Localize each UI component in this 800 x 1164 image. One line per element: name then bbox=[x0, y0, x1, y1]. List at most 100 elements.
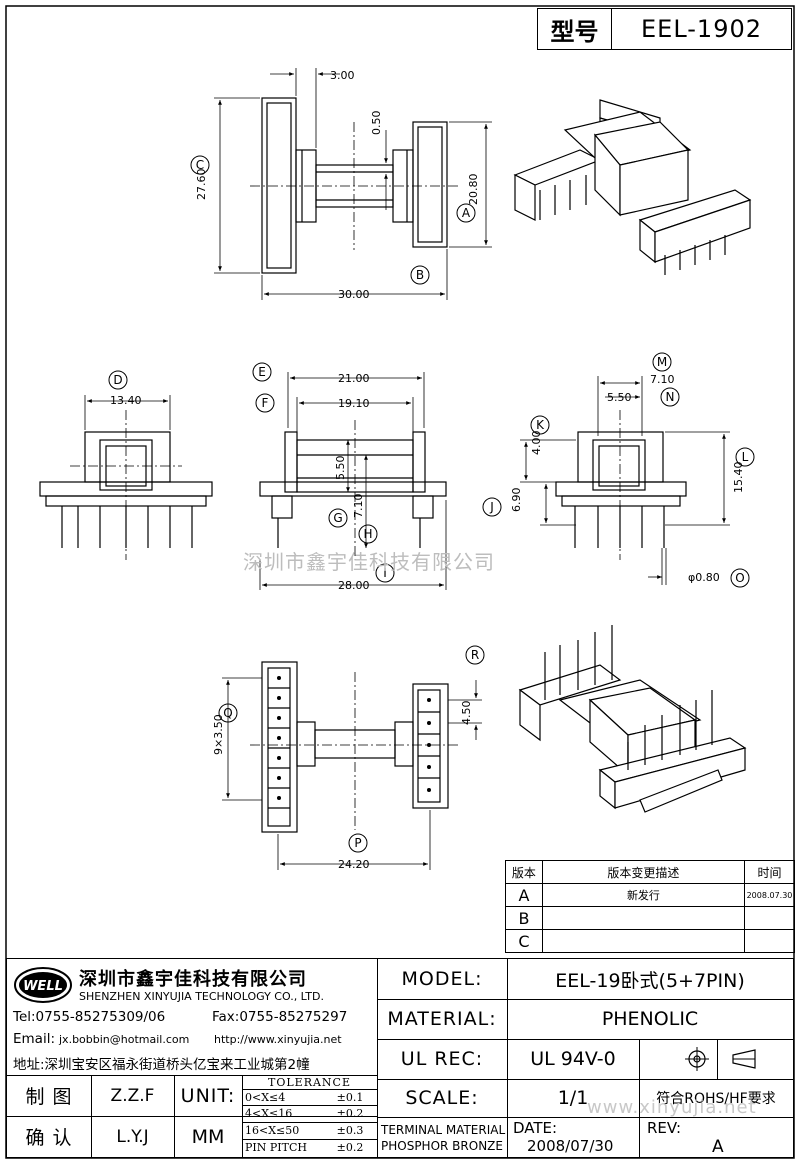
material-label: MATERIAL: bbox=[387, 1008, 497, 1030]
svg-text:I: I bbox=[383, 566, 387, 580]
logo-text: WELL bbox=[23, 979, 63, 994]
front-view-dims bbox=[259, 372, 447, 590]
tolerance-range: 16<X≤50 bbox=[245, 1124, 300, 1137]
rev-value: A bbox=[712, 1137, 724, 1157]
dim-7-10b: 7.10 bbox=[650, 373, 675, 386]
tolerance-range: PIN PITCH bbox=[245, 1141, 307, 1154]
dim-3-00: 3.00 bbox=[330, 69, 355, 82]
dim-21-00: 21.00 bbox=[338, 372, 370, 385]
callout-c: C bbox=[190, 155, 210, 175]
company-address: 地址:深圳宝安区福永街道桥头亿宝来工业城第2幢 bbox=[13, 1057, 310, 1073]
svg-text:F: F bbox=[262, 396, 269, 410]
tolerance-value: ±0.3 bbox=[336, 1124, 364, 1137]
ul-rec-label: UL REC: bbox=[400, 1048, 484, 1070]
rev-version: C bbox=[505, 929, 543, 953]
end-view-dims bbox=[70, 395, 182, 560]
dim-0-50: 0.50 bbox=[370, 111, 383, 136]
dim-13-40: 13.40 bbox=[110, 394, 142, 407]
right-end-view bbox=[555, 431, 687, 548]
dim-phi-0-80: φ0.80 bbox=[688, 571, 720, 584]
svg-text:R: R bbox=[471, 648, 479, 662]
svg-text:J: J bbox=[489, 500, 494, 514]
svg-text:E: E bbox=[258, 365, 266, 379]
model-header: 型号 EEL-1902 bbox=[537, 8, 792, 50]
callouts: A B C D E F G H I J K L M N O P Q R bbox=[108, 155, 755, 853]
company-name-en: SHENZHEN XINYUJIA TECHNOLOGY CO., LTD. bbox=[79, 990, 324, 1003]
front-view bbox=[259, 431, 447, 548]
company-email-label: Email: bbox=[13, 1031, 56, 1047]
unit-label: UNIT: bbox=[180, 1084, 236, 1107]
watermark-bottom: www.xinyujia.net bbox=[587, 1097, 757, 1118]
dim-9x3-50: 9×3.50 bbox=[212, 714, 225, 755]
callout-a: A bbox=[456, 203, 476, 223]
callout-h: H bbox=[358, 524, 378, 544]
rev-date bbox=[744, 929, 795, 953]
svg-text:C: C bbox=[196, 158, 204, 172]
svg-text:B: B bbox=[416, 268, 424, 282]
callout-q: Q bbox=[218, 703, 238, 723]
svg-text:H: H bbox=[363, 527, 372, 541]
dim-5-50a: 5.50 bbox=[334, 456, 347, 481]
rev-date bbox=[744, 906, 795, 930]
dim-28-00: 28.00 bbox=[338, 579, 370, 592]
confirm-label: 确 认 bbox=[25, 1127, 73, 1149]
callout-e: E bbox=[252, 362, 272, 382]
dim-7-10a: 7.10 bbox=[352, 494, 365, 519]
ul-rec-value: UL 94V-0 bbox=[530, 1048, 616, 1070]
dim-19-10: 19.10 bbox=[338, 397, 370, 410]
svg-text:O: O bbox=[735, 571, 744, 585]
callout-p: P bbox=[348, 833, 368, 853]
rev-desc bbox=[541, 906, 746, 930]
callout-b: B bbox=[410, 265, 430, 285]
dim-5-50b: 5.50 bbox=[607, 391, 632, 404]
rev-desc bbox=[541, 929, 746, 953]
company-website: http://www.xinyujia.net bbox=[214, 1033, 342, 1046]
model-key-label: 型号 bbox=[538, 9, 612, 49]
company-fax: Fax:0755-85275297 bbox=[212, 1009, 348, 1025]
dim-27-60: 27.60 bbox=[195, 169, 208, 201]
material-value: PHENOLIC bbox=[601, 1008, 699, 1030]
company-tel: Tel:0755-85275309/06 bbox=[13, 1009, 166, 1025]
company-name-cn: 深圳市鑫宇佳科技有限公司 bbox=[79, 969, 307, 990]
side-view-dims bbox=[214, 68, 492, 300]
tolerance-title: TOLERANCE bbox=[268, 1075, 351, 1089]
callout-f: F bbox=[255, 393, 275, 413]
revision-row: C bbox=[505, 929, 795, 953]
callout-o: O bbox=[730, 568, 750, 588]
rev-header-desc: 版本变更描述 bbox=[541, 860, 746, 884]
dim-4-50: 4.50 bbox=[460, 701, 473, 726]
rev-desc: 新发行 bbox=[541, 883, 746, 907]
revision-header-row: 版本 版本变更描述 时间 bbox=[505, 860, 795, 884]
callout-d: D bbox=[108, 370, 128, 390]
iso-view-top bbox=[513, 99, 752, 275]
company-logo: WELL bbox=[14, 967, 72, 1003]
rohs-note: 符合ROHS/HF要求 bbox=[656, 1091, 776, 1107]
sheet-border bbox=[5, 5, 795, 1159]
model-spec-value: EEL-19卧式(5+7PIN) bbox=[555, 969, 745, 992]
revision-row: B bbox=[505, 906, 795, 930]
scale-label: SCALE: bbox=[405, 1087, 479, 1109]
title-block: WELL 深圳市鑫宇佳科技有限公司 SHENZHEN XINYUJIA TECH… bbox=[6, 958, 794, 1158]
tolerance-range: 4<X≤16 bbox=[245, 1107, 293, 1120]
svg-text:P: P bbox=[354, 836, 361, 850]
svg-text:N: N bbox=[666, 390, 675, 404]
tolerance-value: ±0.2 bbox=[336, 1107, 364, 1120]
callout-l: L bbox=[735, 447, 755, 467]
side-view-centerlines bbox=[250, 122, 460, 250]
dim-30-00: 30.00 bbox=[338, 288, 370, 301]
dimension-labels: 3.00 0.50 27.60 20.80 30.00 13.40 21.00 … bbox=[110, 69, 745, 871]
rev-label: REV: bbox=[647, 1119, 681, 1137]
callout-k: K bbox=[530, 415, 550, 435]
svg-text:M: M bbox=[657, 355, 667, 369]
svg-text:G: G bbox=[333, 511, 342, 525]
company-email: jx.bobbin@hotmail.com bbox=[59, 1033, 190, 1046]
callout-r: R bbox=[465, 645, 485, 665]
callout-j: J bbox=[482, 497, 502, 517]
model-value: EEL-1902 bbox=[640, 15, 762, 43]
rev-date: 2008.07.30 bbox=[744, 883, 795, 907]
tolerance-value: ±0.1 bbox=[336, 1090, 364, 1104]
dim-15-40: 15.40 bbox=[732, 462, 745, 494]
draw-label: 制 图 bbox=[25, 1086, 73, 1108]
rev-version: B bbox=[505, 906, 543, 930]
